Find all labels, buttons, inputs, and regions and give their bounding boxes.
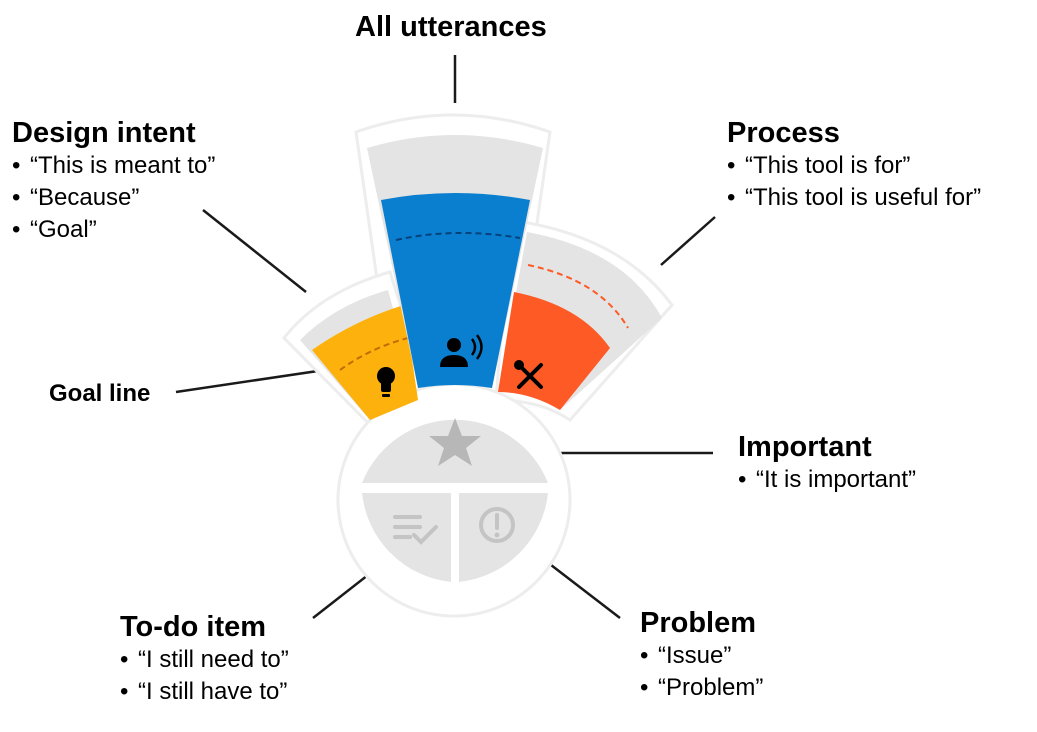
important-callout: Important •“It is important” [738, 430, 916, 496]
important-examples: •“It is important” [738, 464, 916, 496]
connector-process [660, 216, 716, 266]
speaking-person-icon [440, 334, 483, 367]
problem-examples: •“Issue” •“Problem” [640, 640, 763, 704]
design-intent-examples: •“This is meant to” •“Because” •“Goal” [12, 150, 215, 246]
connector-goal-line [175, 366, 339, 394]
goal-line-label: Goal line [49, 380, 151, 407]
design-intent-callout: Design intent •“This is meant to” •“Beca… [12, 116, 215, 246]
todo-examples: •“I still need to” •“I still have to” [120, 644, 289, 708]
list-item: •“Goal” [12, 216, 97, 243]
connector-design-intent [202, 209, 307, 293]
status-circle [362, 418, 548, 582]
design-intent-title: Design intent [12, 117, 196, 149]
star-icon [429, 418, 481, 466]
important-title: Important [738, 431, 872, 463]
process-wedge [498, 232, 662, 410]
process-callout: Process •“This tool is for” •“This tool … [727, 116, 981, 214]
list-item: •“This tool is useful for” [727, 184, 982, 211]
all-utterances-wedge [367, 135, 543, 388]
all-utterances-fill [381, 193, 530, 388]
tools-icon [514, 360, 543, 389]
lightbulb-icon [377, 367, 395, 397]
design-intent-wedge [300, 290, 418, 420]
all-utterances-goal-line [395, 232, 521, 241]
list-item: •“I still have to” [120, 678, 288, 705]
design-intent-fill [312, 305, 418, 420]
all-utterances-label: All utterances [355, 11, 547, 43]
todo-callout: To-do item •“I still need to” •“I still … [120, 610, 289, 708]
problem-title: Problem [640, 607, 757, 639]
list-item: •“This tool is for” [727, 152, 911, 179]
list-item: •“Because” [12, 184, 140, 211]
process-examples: •“This tool is for” •“This tool is usefu… [727, 150, 981, 214]
list-item: •“This is meant to” [12, 152, 216, 179]
exclamation-circle-icon [479, 507, 515, 543]
list-item: •“It is important” [738, 466, 917, 493]
process-title: Process [727, 117, 840, 149]
list-item: •“Problem” [640, 674, 764, 701]
todo-title: To-do item [120, 611, 267, 643]
checklist-icon [393, 515, 438, 545]
process-goal-line [527, 264, 629, 329]
problem-callout: Problem •“Issue” •“Problem” [640, 606, 763, 704]
list-item: •“I still need to” [120, 646, 289, 673]
list-item: •“Issue” [640, 642, 732, 669]
